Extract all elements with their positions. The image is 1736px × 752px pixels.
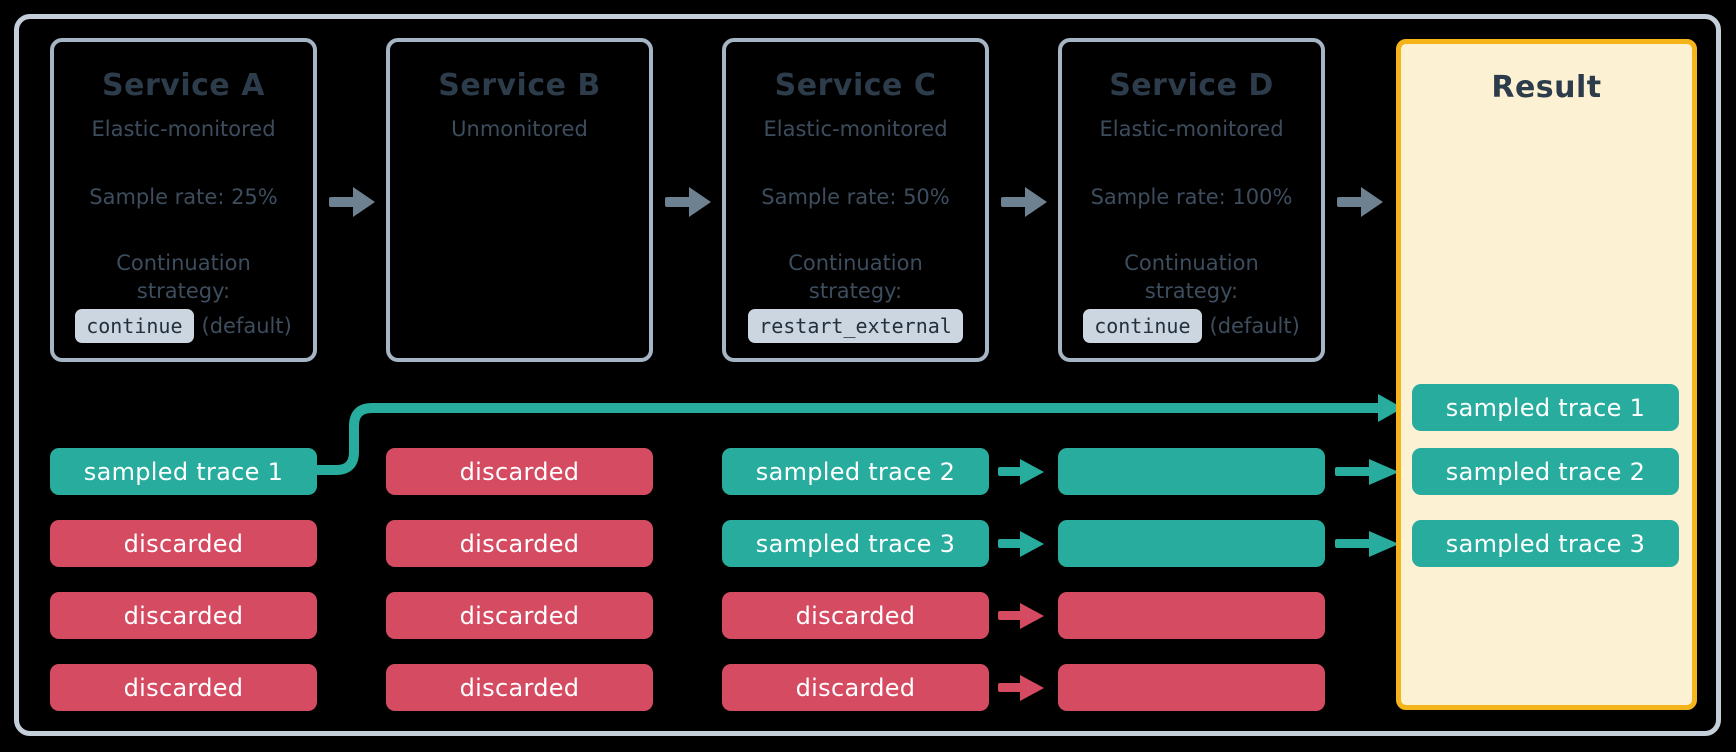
service-b-box: Service B Unmonitored	[386, 38, 653, 362]
trace-chip-blank	[1058, 664, 1325, 711]
trace-chip-blank	[1058, 592, 1325, 639]
flow-arrow-b-c-icon	[665, 187, 711, 217]
result-trace-chip: sampled trace 1	[1412, 384, 1679, 431]
continuation-label-line1: Continuation	[116, 251, 251, 275]
flow-arrow-a-b-icon	[329, 187, 375, 217]
continuation-label-line1: Continuation	[788, 251, 923, 275]
trace1-arrowhead-icon	[1378, 394, 1403, 422]
service-c-title: Service C	[774, 68, 937, 103]
service-d-strategy-code: continue	[1083, 309, 1202, 343]
service-c-continuation-label: Continuation strategy:	[788, 249, 923, 305]
sampled-arrow-icon	[998, 459, 1044, 485]
service-c-box: Service C Elastic-monitored Sample rate:…	[722, 38, 989, 362]
service-a-title: Service A	[102, 68, 265, 103]
trace-chip: discarded	[50, 664, 317, 711]
result-trace-chip: sampled trace 2	[1412, 448, 1679, 495]
service-a-sample-rate: Sample rate: 25%	[89, 185, 278, 209]
trace-chip: discarded	[386, 448, 653, 495]
service-a-strategy-code: continue	[75, 309, 194, 343]
trace-chip: discarded	[50, 592, 317, 639]
sampled-arrow-icon	[998, 531, 1044, 557]
d-to-result-arrows	[1335, 459, 1399, 557]
service-d-strategy-row: continue (default)	[1083, 309, 1300, 343]
continuation-label-line2: strategy:	[136, 279, 231, 303]
c-to-d-arrows	[998, 459, 1044, 701]
result-box: Result	[1396, 39, 1697, 710]
service-a-continuation-label: Continuation strategy:	[116, 249, 251, 305]
trace-chip: discarded	[386, 592, 653, 639]
trace-chip: discarded	[50, 520, 317, 567]
service-d-strategy-suffix: (default)	[1209, 314, 1300, 338]
service-a-monitoring: Elastic-monitored	[91, 117, 276, 141]
sampled-arrow-icon	[1335, 459, 1399, 485]
trace-chip: discarded	[386, 664, 653, 711]
trace-chip: sampled trace 2	[722, 448, 989, 495]
service-c-strategy-code: restart_external	[748, 309, 963, 343]
service-b-monitoring: Unmonitored	[451, 117, 588, 141]
service-a-strategy-row: continue (default)	[75, 309, 292, 343]
service-c-monitoring: Elastic-monitored	[763, 117, 948, 141]
flow-arrow-d-result-icon	[1337, 187, 1383, 217]
result-trace-chip: sampled trace 3	[1412, 520, 1679, 567]
service-d-continuation-label: Continuation strategy:	[1124, 249, 1259, 305]
trace-chip: discarded	[386, 520, 653, 567]
continuation-label-line2: strategy:	[808, 279, 903, 303]
service-b-title: Service B	[438, 68, 601, 103]
flow-arrow-c-d-icon	[1001, 187, 1047, 217]
trace-chip-blank	[1058, 520, 1325, 567]
trace-chip: discarded	[722, 664, 989, 711]
discarded-arrow-icon	[998, 603, 1044, 629]
trace-chip: sampled trace 3	[722, 520, 989, 567]
sampled-arrow-icon	[1335, 531, 1399, 557]
service-flow-arrows	[329, 187, 1383, 217]
discarded-arrow-icon	[998, 675, 1044, 701]
trace-chip: sampled trace 1	[50, 448, 317, 495]
diagram-outer-frame	[14, 14, 1721, 736]
service-d-title: Service D	[1109, 68, 1274, 103]
continuation-label-line2: strategy:	[1144, 279, 1239, 303]
service-a-strategy-suffix: (default)	[201, 314, 292, 338]
trace-chip-blank	[1058, 448, 1325, 495]
service-a-box: Service A Elastic-monitored Sample rate:…	[50, 38, 317, 362]
trace-chip: discarded	[722, 592, 989, 639]
continuation-label-line1: Continuation	[1124, 251, 1259, 275]
service-d-box: Service D Elastic-monitored Sample rate:…	[1058, 38, 1325, 362]
result-title: Result	[1491, 70, 1602, 105]
service-d-monitoring: Elastic-monitored	[1099, 117, 1284, 141]
service-c-sample-rate: Sample rate: 50%	[761, 185, 950, 209]
trace1-connector	[312, 394, 1403, 475]
service-c-strategy-row: restart_external	[748, 309, 963, 343]
service-d-sample-rate: Sample rate: 100%	[1090, 185, 1293, 209]
